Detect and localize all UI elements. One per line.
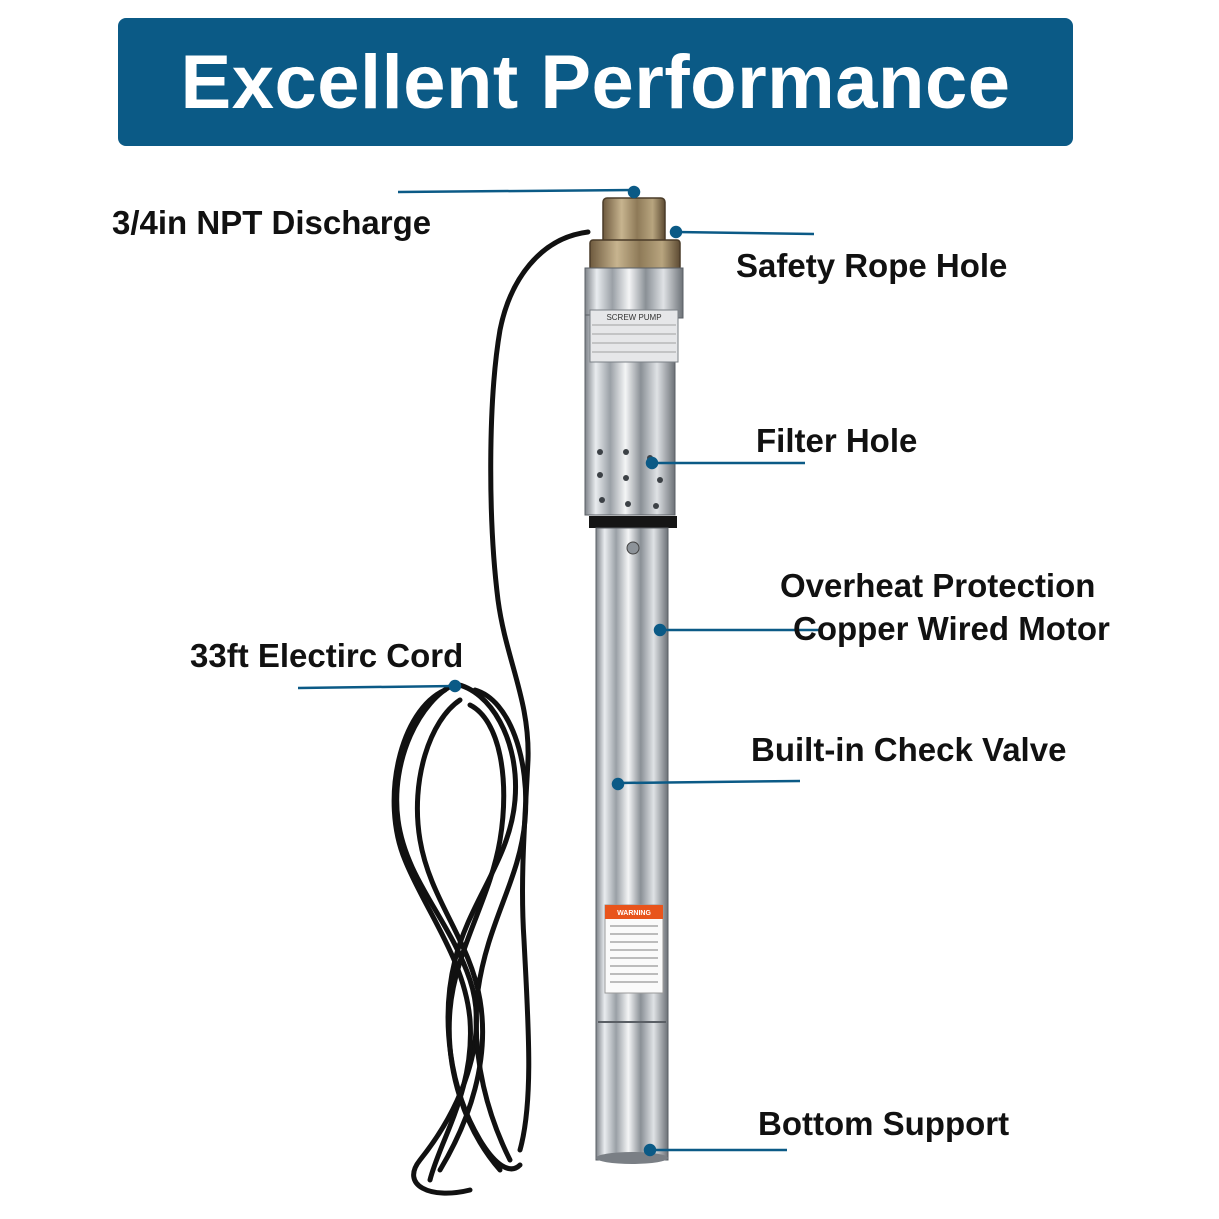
electric-cord <box>391 229 591 1196</box>
pump-plate-heading: SCREW PUMP <box>606 313 661 322</box>
callout-overheat-protection: Overheat Protection <box>780 567 1096 604</box>
callout-safety-rope-hole: Safety Rope Hole <box>736 247 1008 284</box>
callout-electric-cord: 33ft Electirc Cord <box>190 637 464 674</box>
callout-check-valve: Built-in Check Valve <box>751 731 1067 768</box>
callout-filter-hole: Filter Hole <box>756 422 918 459</box>
pump-body: SCREW PUMP WARNING <box>584 197 684 1164</box>
leader-lines <box>297 185 820 1157</box>
callout-bottom-support: Bottom Support <box>758 1105 1010 1142</box>
callout-copper-wired-motor: Copper Wired Motor <box>793 610 1110 647</box>
warning-label-text: WARNING <box>617 910 651 917</box>
header-banner: Excellent Performance <box>118 18 1073 146</box>
page-title: Excellent Performance <box>180 39 1011 125</box>
callout-discharge: 3/4in NPT Discharge <box>112 204 432 241</box>
